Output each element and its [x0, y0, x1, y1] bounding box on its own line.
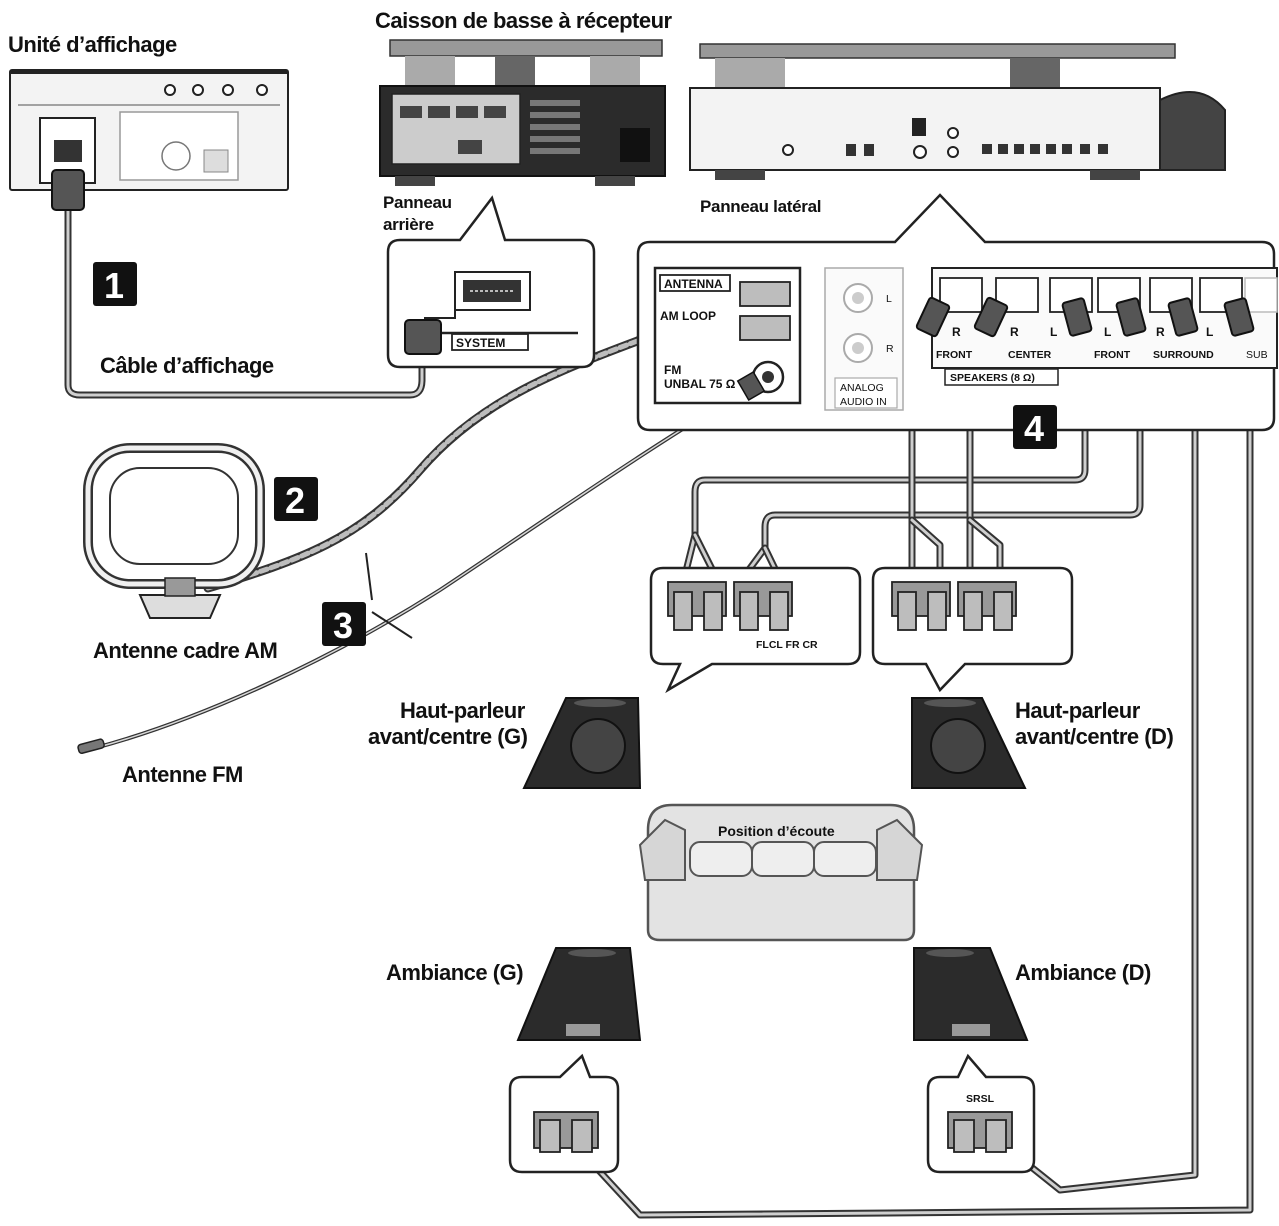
- surround-left-terminal-callout: [508, 1053, 620, 1174]
- system-callout: [386, 195, 596, 369]
- speakers-impedance-label: SPEAKERS (8 Ω): [950, 372, 1035, 384]
- analog-label-1: ANALOG: [840, 382, 884, 394]
- analog-l-label: L: [886, 293, 892, 305]
- fm-label: FM: [664, 363, 681, 377]
- channel-label: R: [1010, 325, 1019, 339]
- step-badge-4: 4: [1013, 405, 1057, 449]
- analog-r-label: R: [886, 343, 894, 355]
- display-unit-caption: Unité d’affichage: [8, 32, 177, 57]
- am-antenna-caption: Antenne cadre AM: [93, 638, 277, 663]
- antenna-label: ANTENNA: [664, 277, 723, 291]
- fm-antenna-wire: [77, 383, 757, 755]
- channel-label: L: [1206, 325, 1213, 339]
- surround-right-speaker: [913, 947, 1029, 1041]
- surround-left-caption: Ambiance (G): [386, 960, 523, 985]
- subwoofer-caption: Caisson de basse à récepteur: [375, 8, 673, 33]
- listening-sofa: [638, 803, 924, 942]
- right-terminal-callout: [871, 566, 1074, 693]
- left-terminal-label: FLCL FR CR: [756, 639, 818, 651]
- display-unit: [9, 69, 289, 211]
- channel-label: R: [952, 325, 961, 339]
- svg-text:1: 1: [104, 265, 124, 306]
- group-front-label: FRONT: [1094, 349, 1131, 361]
- front-center-right-speaker: [911, 697, 1027, 789]
- side-callout: [636, 193, 1278, 432]
- group-front-label: FRONT: [936, 349, 973, 361]
- subwoofer-rear: [379, 39, 666, 186]
- channel-label: L: [1104, 325, 1111, 339]
- surround-right-caption: Ambiance (D): [1015, 960, 1151, 985]
- svg-text:4: 4: [1024, 408, 1044, 449]
- am-loop-label: AM LOOP: [660, 309, 716, 323]
- svg-text:2: 2: [285, 480, 305, 521]
- subwoofer-side: [689, 43, 1226, 180]
- surround-right-terminal-callout: [926, 1053, 1036, 1174]
- surround-right-terminal-label: SRSL: [966, 1093, 995, 1105]
- step-badge-1: 1: [93, 262, 137, 306]
- system-port-label: SYSTEM: [456, 336, 505, 350]
- right-speaker-caption-2: avant/centre (D): [1015, 724, 1173, 749]
- group-surround-label: SURROUND: [1153, 349, 1214, 361]
- listening-position-caption: Position d’écoute: [718, 823, 835, 839]
- channel-label: R: [1156, 325, 1165, 339]
- left-terminal-callout: [649, 566, 862, 694]
- display-cable-caption: Câble d’affichage: [100, 353, 274, 378]
- left-speaker-caption-2: avant/centre (G): [368, 724, 528, 749]
- fm-unbal-label: UNBAL 75 Ω: [664, 377, 736, 391]
- group-sub-label: SUB: [1246, 349, 1268, 361]
- display-cable: [64, 201, 426, 399]
- am-loop-antenna: [83, 443, 265, 619]
- analog-label-2: AUDIO IN: [840, 396, 887, 408]
- right-speaker-caption-1: Haut-parleur: [1015, 698, 1141, 723]
- fm-antenna-caption: Antenne FM: [122, 762, 243, 787]
- front-center-left-speaker: [522, 697, 642, 789]
- channel-label: L: [1050, 325, 1057, 339]
- group-center-label: CENTER: [1008, 349, 1052, 361]
- left-speaker-caption-1: Haut-parleur: [400, 698, 526, 723]
- side-panel-caption: Panneau latéral: [700, 197, 821, 216]
- step-3-leaders: [365, 552, 413, 639]
- rear-panel-caption-2: arrière: [383, 215, 434, 234]
- step-badge-3: 3: [322, 602, 366, 646]
- rear-panel-caption-1: Panneau: [383, 193, 452, 212]
- svg-text:3: 3: [333, 605, 353, 646]
- step-badge-2: 2: [274, 477, 318, 521]
- surround-left-speaker: [516, 947, 642, 1041]
